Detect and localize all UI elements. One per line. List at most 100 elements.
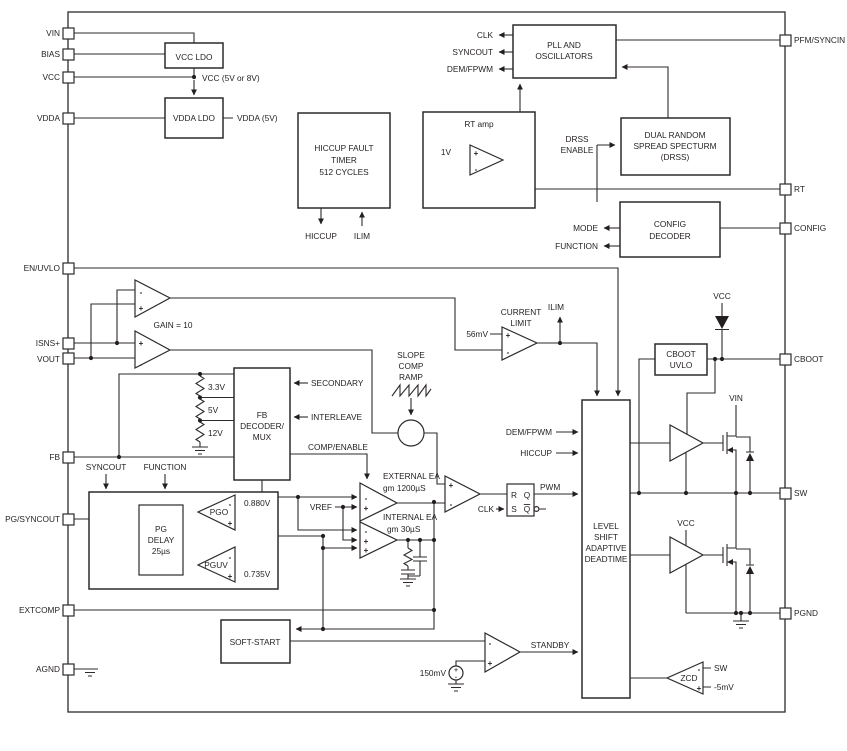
drss-label-1: DUAL RANDOM	[644, 130, 705, 140]
syncout-label: SYNCOUT	[452, 47, 493, 57]
gain-amp-minus: -	[140, 360, 143, 369]
dem-fpwm-ls-label: DEM/FPWM	[506, 427, 552, 437]
config-decoder-block	[619, 201, 721, 258]
summing-node-icon	[397, 419, 425, 447]
pin-cboot	[779, 353, 792, 366]
vcc-ldo-block	[164, 42, 224, 69]
hiccup-label: HICCUP	[305, 231, 337, 241]
pwm-comparator-icon	[444, 475, 482, 513]
ilim-label: ILIM	[548, 302, 564, 312]
slope-label-3: RAMP	[399, 372, 423, 382]
latch-qbar-label: Q	[524, 504, 531, 514]
vdda-ldo-label: VDDA LDO	[173, 113, 216, 123]
vin-hs-label: VIN	[729, 393, 743, 403]
level-shift-label-1: LEVEL	[593, 521, 619, 531]
pin-pg-syncout	[62, 513, 75, 526]
pin-extcomp	[62, 604, 75, 617]
pin-label-vdda: VDDA	[37, 113, 61, 123]
pin-pfm-syncin	[779, 34, 792, 47]
external-ea-icon	[359, 481, 399, 522]
latch-qbar-bubble-icon	[533, 506, 540, 513]
standby-plus: +	[488, 659, 493, 668]
neg5mv-label: -5mV	[714, 682, 734, 692]
drss-block	[620, 117, 731, 176]
hiccup-timer-label-1: HICCUP FAULT	[314, 143, 373, 153]
vcc-hs-label: VCC	[713, 291, 731, 301]
zcd-label: ZCD	[680, 673, 697, 683]
pwm-comp-minus: -	[450, 500, 453, 509]
pin-vout	[62, 352, 75, 365]
interleave-label: INTERLEAVE	[311, 412, 362, 422]
pin-bias	[62, 48, 75, 61]
ls-body-diode-icon	[746, 566, 754, 574]
vcc-out-label: VCC (5V or 8V)	[202, 73, 260, 83]
pin-label-pg-syncout: PG/SYNCOUT	[5, 514, 60, 524]
pin-config	[779, 222, 792, 235]
pg-delay-label-2: DELAY	[148, 535, 175, 545]
ls-gate-driver-icon	[669, 535, 705, 575]
mv150-label: 150mV	[420, 668, 447, 678]
zcd-minus: -	[698, 665, 701, 674]
hs-gate-driver-icon	[669, 423, 705, 463]
latch-s-label: S	[511, 504, 517, 514]
rt-amp-label: RT amp	[464, 119, 494, 129]
level-shift-label-3: ADAPTIVE	[585, 543, 627, 553]
config-decoder-label-1: CONFIG	[654, 219, 686, 229]
cl-comp-plus: +	[506, 331, 511, 340]
pin-label-rt: RT	[794, 184, 805, 194]
hiccup-fault-timer-block	[297, 112, 391, 209]
pin-fb	[62, 451, 75, 464]
pguv-label: PGUV	[204, 560, 228, 570]
ilim-timer-label: ILIM	[354, 231, 370, 241]
current-limit-label-2: LIMIT	[510, 318, 531, 328]
fb-mux-label-3: MUX	[253, 432, 272, 442]
pin-en-uvlo	[62, 262, 75, 275]
int-ea-label-2: gm 30µS	[387, 524, 421, 534]
v5-label: 5V	[208, 405, 219, 415]
function-label: FUNCTION	[555, 241, 598, 251]
ext-ea-plus: +	[364, 504, 369, 513]
pg-delay-label-1: PG	[155, 524, 167, 534]
vcc-ls-label: VCC	[677, 518, 695, 528]
pwm-label: PWM	[540, 482, 560, 492]
pin-vdda	[62, 112, 75, 125]
dem-fpwm-label: DEM/FPWM	[447, 64, 493, 74]
pin-pads	[62, 27, 792, 676]
secondary-label: SECONDARY	[311, 378, 364, 388]
zcd-plus: +	[697, 684, 702, 693]
clk-label: CLK	[477, 30, 494, 40]
pll-label-1: PLL AND	[547, 40, 581, 50]
rt-opamp-icon	[469, 144, 505, 176]
hiccup-timer-label-2: TIMER	[331, 155, 357, 165]
isns-comp-plus: +	[139, 304, 144, 313]
pwm-comp-plus: +	[449, 481, 454, 490]
function-pg-label: FUNCTION	[144, 462, 187, 472]
pgo-label: PGO	[210, 507, 229, 517]
ext-ea-label-1: EXTERNAL EA	[383, 471, 440, 481]
drss-enable-label-1: DRSS	[565, 134, 589, 144]
pin-label-en-uvlo: EN/UVLO	[24, 263, 61, 273]
rt-opamp-plus: +	[474, 149, 479, 158]
internal-ea-icon	[359, 521, 399, 559]
amplifiers	[134, 144, 705, 695]
config-decoder-label-2: DECODER	[649, 231, 691, 241]
pll-oscillators-block	[512, 24, 617, 79]
pin-label-pfm-syncin: PFM/SYNCIN	[794, 35, 845, 45]
fb-mux-label-2: DECODER/	[240, 421, 284, 431]
pin-label-vcc: VCC	[42, 72, 60, 82]
pin-isns	[62, 337, 75, 350]
rt-opamp-minus: -	[475, 165, 478, 174]
pin-vin	[62, 27, 75, 40]
vcc-ldo-label: VCC LDO	[176, 52, 213, 62]
hs-mosfet-arrow-icon	[727, 447, 733, 453]
cboot-uvlo-label-1: CBOOT	[666, 349, 696, 359]
cboot-uvlo-block	[654, 343, 708, 376]
source-plus: +	[454, 667, 458, 674]
source-minus: -	[455, 674, 457, 681]
rs-latch-block	[506, 483, 535, 517]
pg-delay-label-3: 25µs	[152, 546, 170, 556]
vdda-ldo-block	[164, 97, 224, 139]
current-limit-label-1: CURRENT	[501, 307, 542, 317]
pin-labels: VIN BIAS VCC VDDA EN/UVLO ISNS+ VOUT FB …	[5, 28, 845, 674]
